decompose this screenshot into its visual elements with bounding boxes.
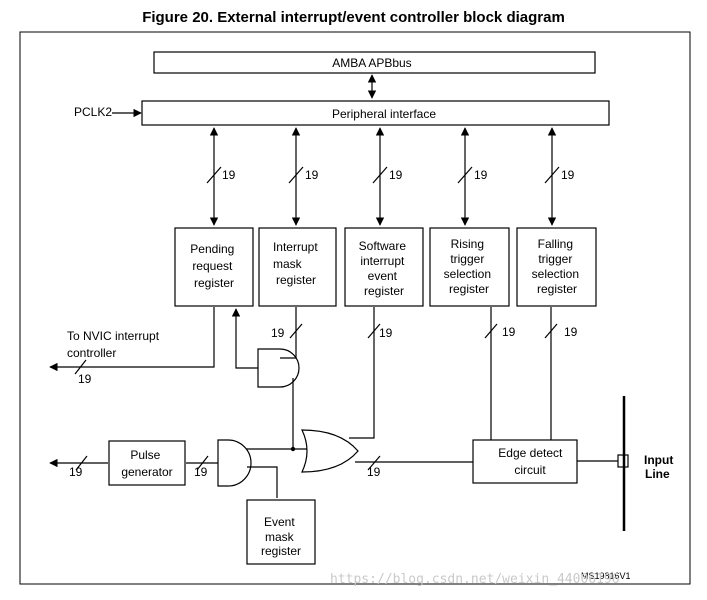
diagram-frame (19, 31, 691, 585)
bus-width-label: 19 (389, 168, 403, 182)
event-and-gate (217, 439, 252, 487)
bus-width-label: 19 (78, 372, 92, 386)
rising-trigger-selection-register: Rising trigger selection register (429, 227, 510, 307)
amba-apb-bus: AMBA APBbus (153, 51, 596, 74)
svg-text:Edge detect circuit: Edge detect circuit (498, 446, 565, 477)
software-or-wiring (349, 307, 381, 439)
svg-text:Interrupt mask reg: Interrupt mask register (273, 240, 321, 287)
bus-width-label: 19 (474, 168, 488, 182)
pending-request-register: Pending request register (174, 227, 254, 307)
watermark: https://blog.csdn.net/weixin_44006196 (330, 572, 620, 587)
peripheral-label: Peripheral interface (332, 107, 436, 121)
bus-width-label: 19 (305, 168, 319, 182)
bus-width-label: 19 (379, 326, 393, 340)
event-mask-register: Event mask register (246, 499, 316, 565)
svg-text:Event mask registe: Event mask register (261, 515, 301, 558)
bus-width-label: 19 (222, 168, 236, 182)
pulse-wiring (49, 455, 218, 471)
bus-width-label: 19 (502, 325, 516, 339)
edge-detect-circuit: Edge detect circuit (472, 439, 578, 484)
amba-label: AMBA APBbus (332, 56, 411, 70)
register-bus-arrows (206, 127, 560, 226)
pclk-label: PCLK2 (74, 105, 112, 119)
nvic-label: To NVIC interrupt controller (67, 329, 162, 360)
interrupt-mask-register: Interrupt mask register (258, 227, 337, 307)
nvic-output-line (49, 307, 215, 375)
input-line-label: Input Line (644, 453, 677, 481)
svg-text:Pulse generator: Pulse generator (121, 448, 172, 479)
falling-trigger-selection-register: Falling trigger selection register (516, 227, 597, 307)
svg-text:Software interrupt: Software interrupt event register (359, 239, 410, 298)
figure-title: Figure 20. External interrupt/event cont… (142, 9, 565, 26)
svg-text:Pending request re: Pending request register (190, 242, 237, 290)
bus-width-label: 19 (564, 325, 578, 339)
bus-width-label: 19 (367, 465, 381, 479)
svg-text:Rising trigger sel: Rising trigger selection register (444, 237, 495, 296)
input-line (577, 396, 629, 531)
svg-text:Falling trigger se: Falling trigger selection register (532, 237, 583, 296)
bus-width-label: 19 (271, 326, 285, 340)
bus-width-label: 19 (561, 168, 575, 182)
peripheral-interface-block: Peripheral interface (141, 100, 610, 126)
figure-reference: MS19816V1 (581, 571, 631, 581)
bus-width-label: 19 (69, 465, 83, 479)
bus-width-label: 19 (194, 465, 208, 479)
or-gate-wiring (246, 307, 558, 471)
pulse-generator: Pulse generator (108, 440, 186, 486)
or-gate (301, 429, 359, 473)
software-interrupt-event-register: Software interrupt event register (344, 227, 424, 307)
event-mask-wiring (247, 466, 278, 498)
and-gate-1-wiring (231, 307, 303, 449)
